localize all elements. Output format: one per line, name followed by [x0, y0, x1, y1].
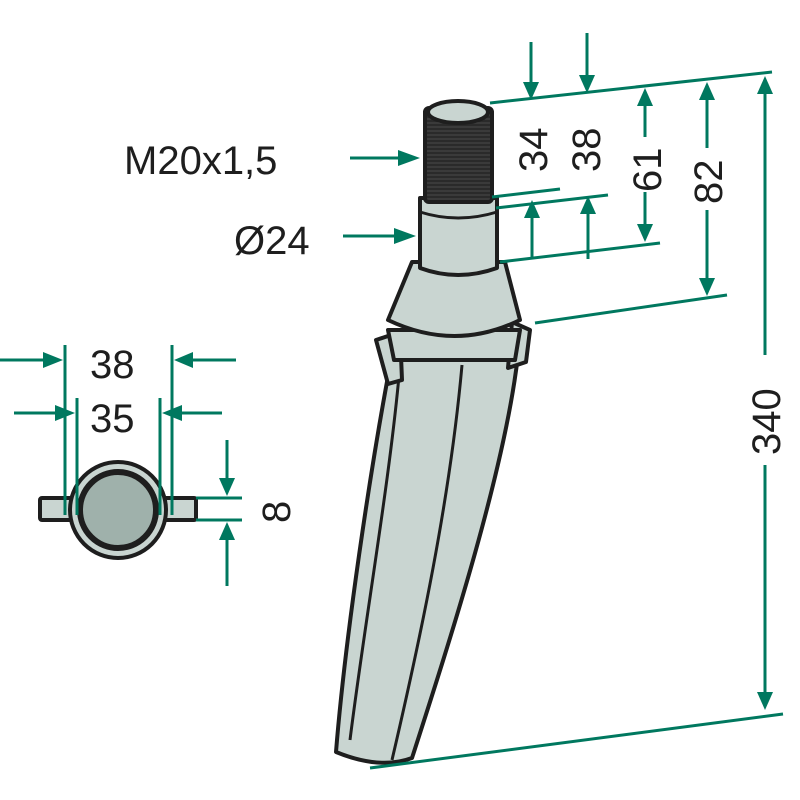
thread-length-label: 34: [512, 128, 556, 173]
section-thickness-label: 8: [255, 501, 299, 523]
thread-top-face: [426, 99, 490, 125]
thread-label: M20x1,5: [124, 139, 277, 183]
dimension-lines: [0, 33, 784, 770]
tine-part: [334, 99, 532, 765]
collar-height-label: 82: [687, 160, 731, 205]
shoulder-height-label: 61: [626, 148, 670, 193]
section-inner-width-label: 35: [90, 397, 135, 441]
thread-length-2-label: 38: [565, 128, 609, 173]
blade-ridge-left: [390, 364, 464, 761]
neck: [418, 196, 499, 277]
cross-section: [38, 460, 198, 560]
blade-ridge-right: [348, 364, 402, 741]
total-length-label: 340: [745, 388, 789, 455]
tine-blade: [334, 353, 520, 765]
section-outer-width-label: 38: [90, 343, 135, 387]
diameter-label: Ø24: [234, 219, 310, 263]
cone: [386, 260, 522, 338]
